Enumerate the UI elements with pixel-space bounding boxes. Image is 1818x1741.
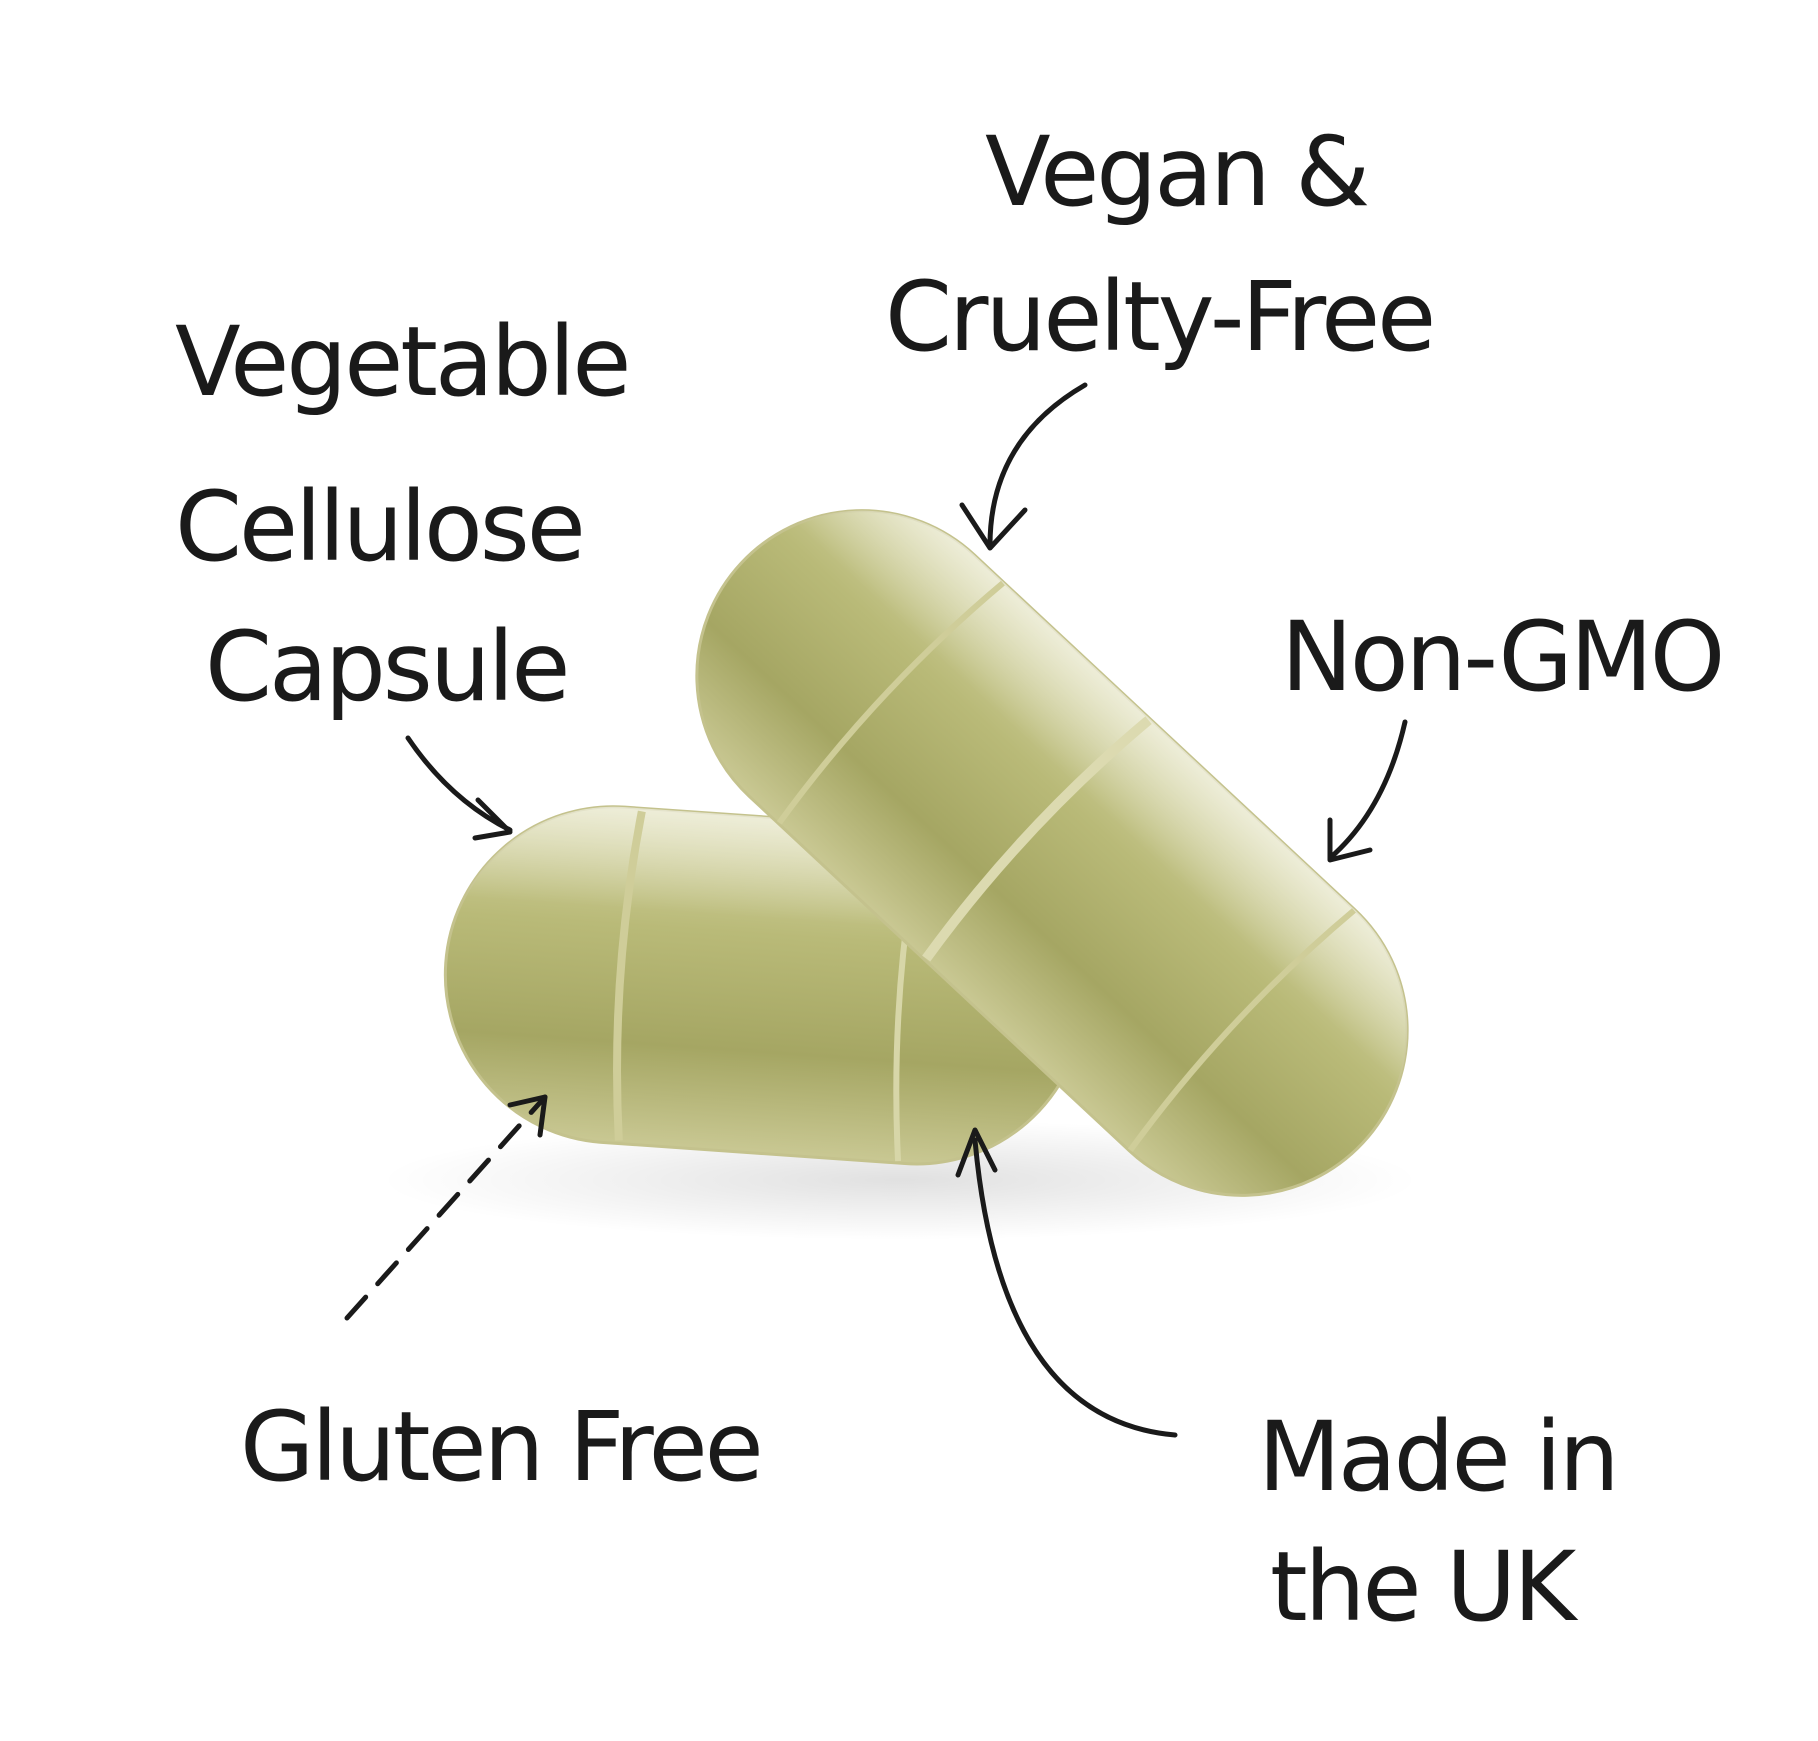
arrow-made-in-uk — [955, 1127, 1178, 1438]
label-made-line1: Made in — [1258, 1401, 1617, 1513]
arrow-gluten-free — [344, 1094, 548, 1321]
arrow-vegan — [959, 382, 1088, 551]
arrow-non-gmo — [1327, 719, 1408, 863]
label-non-gmo: Non-GMO — [1281, 601, 1722, 713]
label-vegan-line2: Cruelty-Free — [885, 261, 1433, 373]
label-gluten-free: Gluten Free — [240, 1391, 761, 1503]
label-vegan-line1: Vegan & — [985, 116, 1367, 228]
label-capsule-line2: Cellulose — [175, 471, 583, 583]
label-made-line2: the UK — [1270, 1531, 1578, 1643]
label-capsule-line1: Vegetable — [175, 306, 628, 418]
label-capsule-line3: Capsule — [205, 611, 567, 723]
capsule-front — [695, 509, 1409, 1197]
arrow-capsule — [405, 735, 513, 841]
